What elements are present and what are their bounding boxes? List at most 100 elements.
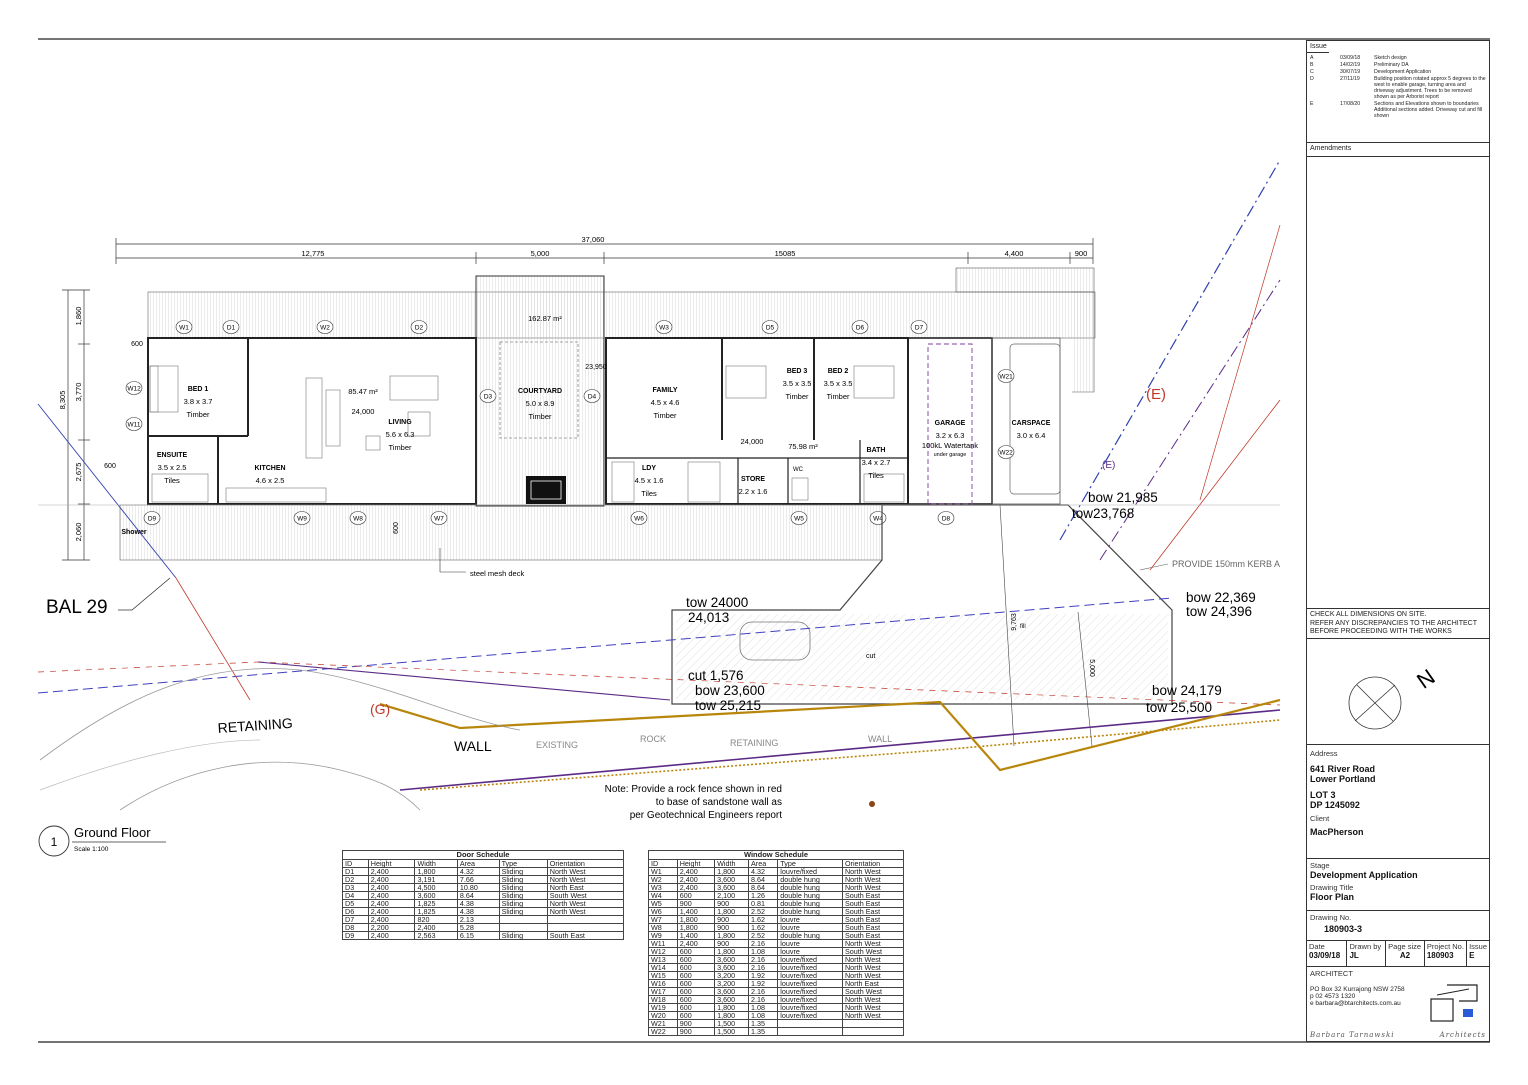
cut-label: cut	[866, 653, 875, 660]
issue-description: Sections and Elevations shown to boundar…	[1374, 101, 1483, 119]
room-name: BED 1	[188, 386, 209, 393]
projno-cell: Project No.180903	[1425, 941, 1468, 966]
top-deck	[147, 291, 1096, 339]
schedule-cell: 2,400	[676, 939, 716, 948]
issue-date: 14/02/19	[1340, 62, 1361, 68]
level-label: cut 1,576	[688, 668, 744, 683]
issue-description: Building position rotated approx 5 degre…	[1374, 76, 1486, 100]
level-label: tow 25,500	[1146, 700, 1212, 715]
dim-3: 15085	[775, 249, 796, 258]
drawing-number: 1	[51, 835, 58, 849]
room-name: STORE	[741, 476, 765, 483]
room-finish: Timber	[186, 410, 210, 419]
room-finish: Timber	[528, 412, 552, 421]
north-section: N	[1307, 639, 1489, 745]
retaining-label: RETAINING	[217, 715, 293, 736]
terrain-contour-1	[39, 668, 521, 761]
room-size: 4.5 x 4.6	[651, 398, 680, 407]
dim-1: 12,775	[302, 249, 325, 258]
dim-2: 5,000	[531, 249, 550, 258]
retaining-wall	[379, 698, 1281, 772]
schedule-cell: North West	[546, 907, 625, 916]
opening-marker-label: D4	[588, 393, 597, 400]
room-size: 3.5 x 3.5	[783, 379, 812, 388]
issue-code: C	[1310, 69, 1314, 75]
date-value: 03/09/18	[1309, 951, 1341, 960]
opening-marker-circle	[316, 320, 334, 334]
contact-3: e barbara@btarchitects.com.au	[1310, 1000, 1401, 1007]
room-size: 5.0 x 8.9	[526, 399, 555, 408]
opening-marker-label: W9	[297, 515, 307, 522]
schedule-cell	[841, 1019, 905, 1028]
architect-label: ARCHITECT	[1310, 969, 1353, 978]
issue-date: 03/09/18	[1340, 55, 1361, 61]
opening-marker-circle	[479, 389, 497, 403]
opening-marker-label: W2	[320, 324, 330, 331]
dim-v1: 1,860	[74, 307, 83, 326]
schedule-cell: 900	[676, 1027, 716, 1036]
room-size: 3.2 x 6.3	[936, 431, 965, 440]
drawn-label: Drawn by	[1349, 942, 1382, 951]
north-label: N	[1412, 664, 1439, 694]
address-line-1: 641 River Road	[1310, 764, 1376, 774]
terrain-contour-3	[39, 739, 261, 791]
drive-dim-2: 5,000	[1088, 659, 1095, 677]
opening-marker-circle	[937, 511, 955, 525]
level-label: tow 24,396	[1186, 604, 1252, 619]
opening-marker-label: W12	[127, 385, 141, 392]
stage-label: Stage	[1310, 861, 1330, 870]
notice-section: CHECK ALL DIMENSIONS ON SITE. REFER ANY …	[1307, 609, 1489, 639]
opening-marker-circle	[125, 381, 143, 395]
opening-marker-circle	[293, 511, 311, 525]
contact-2: p 02 4573 1320	[1310, 993, 1356, 1000]
drawing-title-value: Floor Plan	[1310, 892, 1355, 902]
drawing-number-label: Drawing No.	[1310, 913, 1352, 922]
level-label: bow 24,179	[1152, 683, 1222, 698]
room-name: GARAGE	[935, 420, 966, 427]
room-finish: Timber	[653, 411, 677, 420]
stage-section: Stage Development Application Drawing Ti…	[1307, 859, 1489, 911]
schedule-cell: North West	[546, 875, 625, 884]
issue-description: Preliminary DA	[1374, 62, 1409, 68]
schedule-cell: louvre/fixed	[777, 1011, 843, 1020]
opening-marker-circle	[910, 320, 928, 334]
marker-g: (G)	[370, 701, 390, 717]
issue-date: 27/11/19	[1340, 76, 1360, 82]
opening-marker-circle	[851, 320, 869, 334]
schedule-cell	[777, 1027, 843, 1036]
wc-label: WC	[793, 467, 804, 473]
garage-car	[927, 343, 973, 505]
room-name: LDY	[642, 465, 656, 472]
firm-name-2: Architects	[1439, 1031, 1486, 1039]
schedule-cell: 1.35	[748, 1027, 779, 1036]
issue-code: B	[1310, 62, 1314, 68]
lot: LOT 3	[1310, 790, 1336, 800]
north-arrow: N	[1348, 664, 1439, 730]
room-size: 4.6 x 2.5	[256, 476, 285, 485]
room-finish: Tiles	[164, 476, 180, 485]
kerb-leader	[1139, 563, 1169, 571]
room-size: 5.6 x 6.3	[386, 430, 415, 439]
client-label: Client	[1310, 814, 1330, 823]
room-name: COURTYARD	[518, 388, 562, 395]
opening-marker-label: W6	[634, 515, 644, 522]
firm-name: Barbara Tarnawski Architects	[1310, 1031, 1486, 1039]
room-size: 3.4 x 2.7	[862, 458, 891, 467]
dim-v2: 3,770	[74, 383, 83, 402]
area-family: 75.98 m²	[788, 442, 818, 451]
dimension-lines	[62, 238, 1094, 561]
driveway-dim-2	[1077, 611, 1093, 747]
schedule-cell: Sliding	[498, 907, 548, 916]
